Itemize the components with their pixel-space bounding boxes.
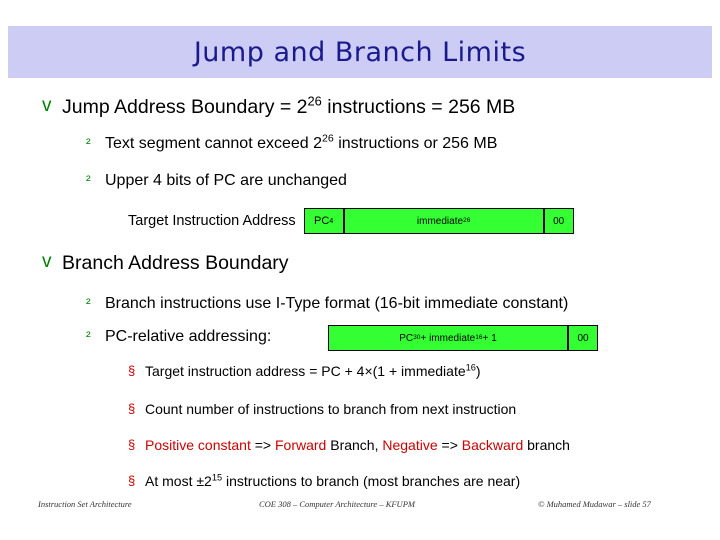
bullet-marker-icon: ² xyxy=(86,295,91,311)
bullet-text: Count number of instructions to branch f… xyxy=(145,401,517,417)
field-immediate26-text: immediate xyxy=(416,215,464,227)
bullet-text-sup: 26 xyxy=(322,132,334,145)
footer-right: © Muhamed Mudawar – slide 57 xyxy=(538,499,651,509)
bullet-marker-icon: ² xyxy=(86,135,91,151)
bullet-marker-icon: v xyxy=(42,251,52,272)
bullet-marker-icon: ² xyxy=(86,172,91,188)
bullet-marker-icon: v xyxy=(42,95,52,116)
bullet-text-post: instructions to branch (most branches ar… xyxy=(222,473,521,489)
bullet-text-negative: Negative xyxy=(382,437,438,453)
field-pc30-text2: + immediate xyxy=(420,332,476,344)
bullet-text-sup: 15 xyxy=(211,472,223,483)
field-zeros-branch-text: 00 xyxy=(577,332,589,344)
bullet-text-post: ) xyxy=(475,363,481,379)
footer-middle: COE 308 – Computer Architecture – KFUPM xyxy=(259,499,415,509)
bullet-target-address: § Target instruction address = PC + 4×(1… xyxy=(128,363,481,379)
bullet-jump-address-boundary: v Jump Address Boundary = 226 instructio… xyxy=(42,93,516,119)
bullet-marker-icon: ² xyxy=(86,328,91,344)
bullet-text: Jump Address Boundary = 226 instructions… xyxy=(62,93,516,119)
bullet-marker-icon: § xyxy=(128,363,136,378)
bullet-text-segment: ² Text segment cannot exceed 226 instruc… xyxy=(86,132,498,153)
jump-diagram-label: Target Instruction Address xyxy=(128,213,296,229)
title-banner: Jump and Branch Limits xyxy=(8,26,712,78)
bullet-upper-bits: ² Upper 4 bits of PC are unchanged xyxy=(86,172,347,190)
bullet-text: Branch instructions use I-Type format (1… xyxy=(105,295,569,312)
bullet-text-positive: Positive constant xyxy=(145,437,251,453)
bullet-text: Upper 4 bits of PC are unchanged xyxy=(105,172,347,189)
bullet-text-end: branch xyxy=(523,437,570,453)
bullet-text-times: × xyxy=(364,363,373,379)
bullet-text: Target instruction address = PC + 4×(1 +… xyxy=(145,363,481,379)
bullet-count-instructions: § Count number of instructions to branch… xyxy=(128,401,516,417)
bullet-pc-relative: ² PC-relative addressing: xyxy=(86,328,271,346)
bullet-marker-icon: § xyxy=(128,437,136,452)
bullet-marker-icon: § xyxy=(128,401,136,416)
bullet-text: Text segment cannot exceed 226 instructi… xyxy=(105,132,498,153)
bullet-text: Positive constant => Forward Branch, Neg… xyxy=(145,437,570,453)
bullet-branch-address-boundary: v Branch Address Boundary xyxy=(42,251,289,275)
bullet-text-post: instructions = 256 MB xyxy=(321,96,516,118)
bullet-text-pre: Jump Address Boundary = 2 xyxy=(62,96,308,118)
bullet-text: PC-relative addressing: xyxy=(105,328,272,345)
field-pc30-text3: + 1 xyxy=(482,332,497,344)
field-zeros-jump: 00 xyxy=(543,208,574,234)
field-pc30-text: PC xyxy=(399,332,414,344)
bullet-text-arrow1: => xyxy=(250,437,275,453)
bullet-text-sup: 26 xyxy=(307,93,322,109)
bullet-text: Branch Address Boundary xyxy=(62,252,289,274)
bullet-text-forward: Forward xyxy=(274,437,327,453)
field-pc4-text: PC xyxy=(313,215,330,227)
bullet-at-most: § At most ±215 instructions to branch (m… xyxy=(128,473,520,489)
field-zeros-branch: 00 xyxy=(568,325,598,351)
bullet-text: At most ±215 instructions to branch (mos… xyxy=(145,473,520,489)
bullet-text-arrow2: => xyxy=(437,437,462,453)
bullet-text-pre: Target instruction address = PC + 4 xyxy=(145,363,365,379)
bullet-text-mid: (1 + immediate xyxy=(372,363,466,379)
bullet-itype-format: ² Branch instructions use I-Type format … xyxy=(86,295,568,313)
field-zeros-jump-text: 00 xyxy=(553,215,565,227)
bullet-text-backward: Backward xyxy=(461,437,524,453)
bullet-text-sup: 16 xyxy=(465,362,476,373)
slide-footer: Instruction Set Architecture COE 308 – C… xyxy=(0,495,720,517)
bullet-text-post: instructions or 256 MB xyxy=(333,135,498,152)
bullet-marker-icon: § xyxy=(128,473,136,488)
bullet-forward-backward: § Positive constant => Forward Branch, N… xyxy=(128,437,570,453)
bullet-text-pre: Text segment cannot exceed 2 xyxy=(105,135,323,152)
page-title: Jump and Branch Limits xyxy=(193,36,527,68)
bullet-text-sep: Branch, xyxy=(326,437,383,453)
footer-left: Instruction Set Architecture xyxy=(38,499,132,509)
bullet-text-pre: At most ±2 xyxy=(145,473,212,489)
